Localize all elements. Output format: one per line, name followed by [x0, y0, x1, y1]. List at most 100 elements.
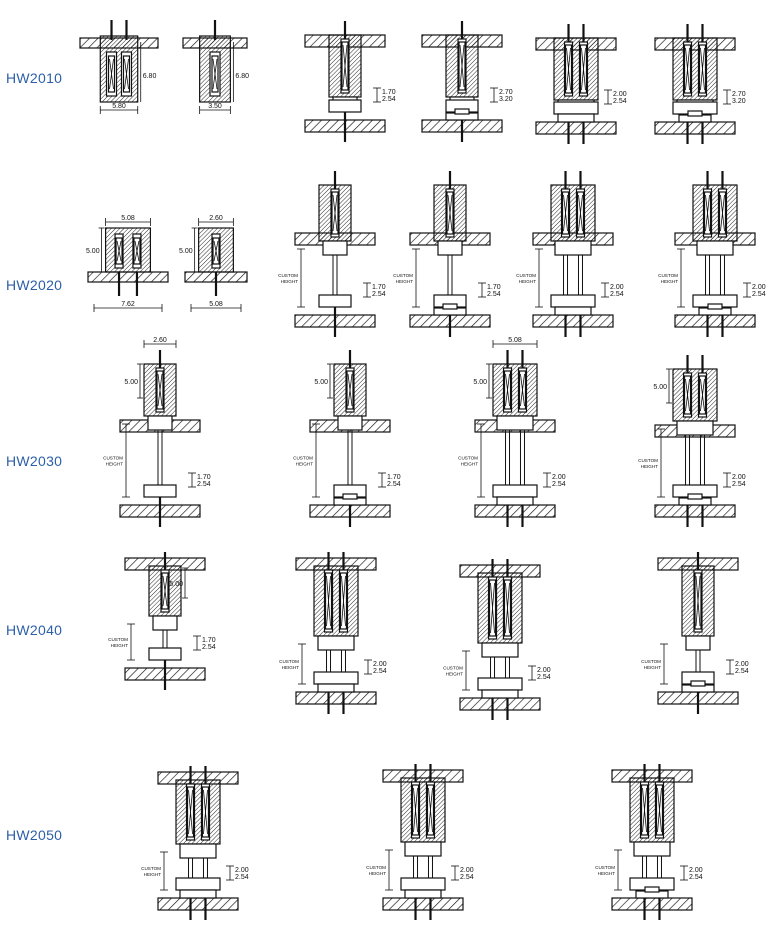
spring-stroke	[341, 575, 346, 627]
dimension-label: 1.70	[197, 474, 211, 481]
base-block	[328, 99, 362, 113]
connector-housing	[492, 363, 538, 417]
dimension-label: 2.00	[373, 661, 387, 668]
stand-foot	[690, 680, 706, 687]
body-block	[633, 841, 671, 857]
spring-stroke	[720, 194, 725, 232]
connector-housing	[400, 777, 446, 843]
dimension-label: 2.54	[487, 291, 501, 298]
stand-foot	[442, 303, 458, 310]
base-block	[550, 294, 596, 308]
dimension-label: 2.54	[460, 874, 474, 881]
custom-height-label: HEIGHT	[106, 462, 124, 467]
dimension-label: 2.54	[689, 874, 703, 881]
spring-stroke	[134, 240, 140, 262]
pcb-plate	[611, 897, 693, 911]
spring-stroke	[347, 373, 353, 407]
base-block	[143, 484, 177, 498]
dimension-label: 2.54	[373, 668, 387, 675]
custom-height-label: HEIGHT	[282, 665, 300, 670]
dimension-label: 2.00	[732, 474, 746, 481]
base-block	[492, 484, 538, 498]
body-block	[322, 240, 348, 256]
spring-stroke	[490, 582, 495, 634]
stand-foot	[644, 886, 660, 893]
dimension-label: 2.00	[460, 867, 474, 874]
custom-height-label: HEIGHT	[461, 462, 479, 467]
stand-foot	[557, 113, 595, 123]
dimension-label: 2.54	[752, 291, 766, 298]
custom-height-label: HEIGHT	[281, 279, 299, 284]
body-block	[481, 642, 519, 658]
dimension-label: 7.62	[121, 301, 135, 308]
pcb-plate	[295, 691, 377, 705]
connector-housing	[672, 368, 718, 422]
pcb-plate	[87, 271, 169, 283]
spring-stroke	[685, 378, 690, 412]
dimension-label: 5.00	[169, 581, 183, 588]
spring-stroke	[326, 575, 331, 627]
row-label-hw2020: HW2020	[6, 277, 63, 293]
spring-stroke	[657, 787, 662, 833]
custom-height-label: HEIGHT	[296, 462, 314, 467]
custom-height-label: CUSTOM	[278, 273, 298, 278]
row-label-hw2010: HW2010	[6, 70, 63, 86]
connector-drawing: 6.805.80	[79, 20, 159, 114]
custom-height-label: HEIGHT	[446, 672, 464, 677]
base-block	[175, 877, 221, 891]
custom-height-label: CUSTOM	[638, 458, 658, 463]
custom-height-label: CUSTOM	[293, 456, 313, 461]
dimension-label: 2.00	[752, 284, 766, 291]
custom-height-label: HEIGHT	[396, 279, 414, 284]
spring-stroke	[520, 373, 525, 407]
connector-drawing: 2.703.20	[421, 21, 513, 142]
custom-height-label: HEIGHT	[644, 665, 662, 670]
custom-height-label: CUSTOM	[141, 866, 161, 871]
pcb-plate	[184, 271, 248, 283]
stand-foot	[454, 108, 470, 115]
stand-foot	[496, 496, 534, 506]
dimension-label: 2.54	[202, 644, 216, 651]
dimension-label: 3.20	[732, 98, 746, 105]
spring-stroke	[213, 240, 219, 262]
custom-height-label: HEIGHT	[519, 279, 537, 284]
spring-stroke	[642, 787, 647, 833]
dimension-label: 5.00	[314, 379, 328, 386]
pcb-plate	[459, 697, 541, 711]
connector-drawing: 5.085.007.62	[86, 215, 169, 312]
dimension-label: 2.00	[689, 867, 703, 874]
stand-foot	[687, 110, 703, 117]
dimension-label: 5.00	[86, 248, 100, 255]
pcb-plate	[532, 314, 614, 328]
spring-stroke	[705, 194, 710, 232]
custom-height-label: CUSTOM	[393, 273, 413, 278]
connector-housing	[692, 184, 738, 242]
dimension-label: 2.00	[235, 867, 249, 874]
spring-stroke	[428, 787, 433, 833]
base-block	[477, 677, 523, 691]
connector-housing	[629, 777, 675, 843]
spring-stroke	[162, 575, 168, 607]
body-block	[554, 240, 592, 256]
custom-height-label: HEIGHT	[641, 464, 659, 469]
dimension-label: 1.70	[202, 637, 216, 644]
spring-stroke	[695, 575, 701, 627]
body-block	[147, 415, 173, 431]
custom-height-label: CUSTOM	[108, 637, 128, 642]
stand-foot	[707, 303, 723, 310]
spring-stroke	[212, 58, 218, 90]
custom-height-label: HEIGHT	[661, 279, 679, 284]
dimension-label: 2.54	[382, 96, 396, 103]
dimension-label: 2.54	[552, 481, 566, 488]
dimension-label: 2.00	[610, 284, 624, 291]
spring-stroke	[563, 194, 568, 232]
